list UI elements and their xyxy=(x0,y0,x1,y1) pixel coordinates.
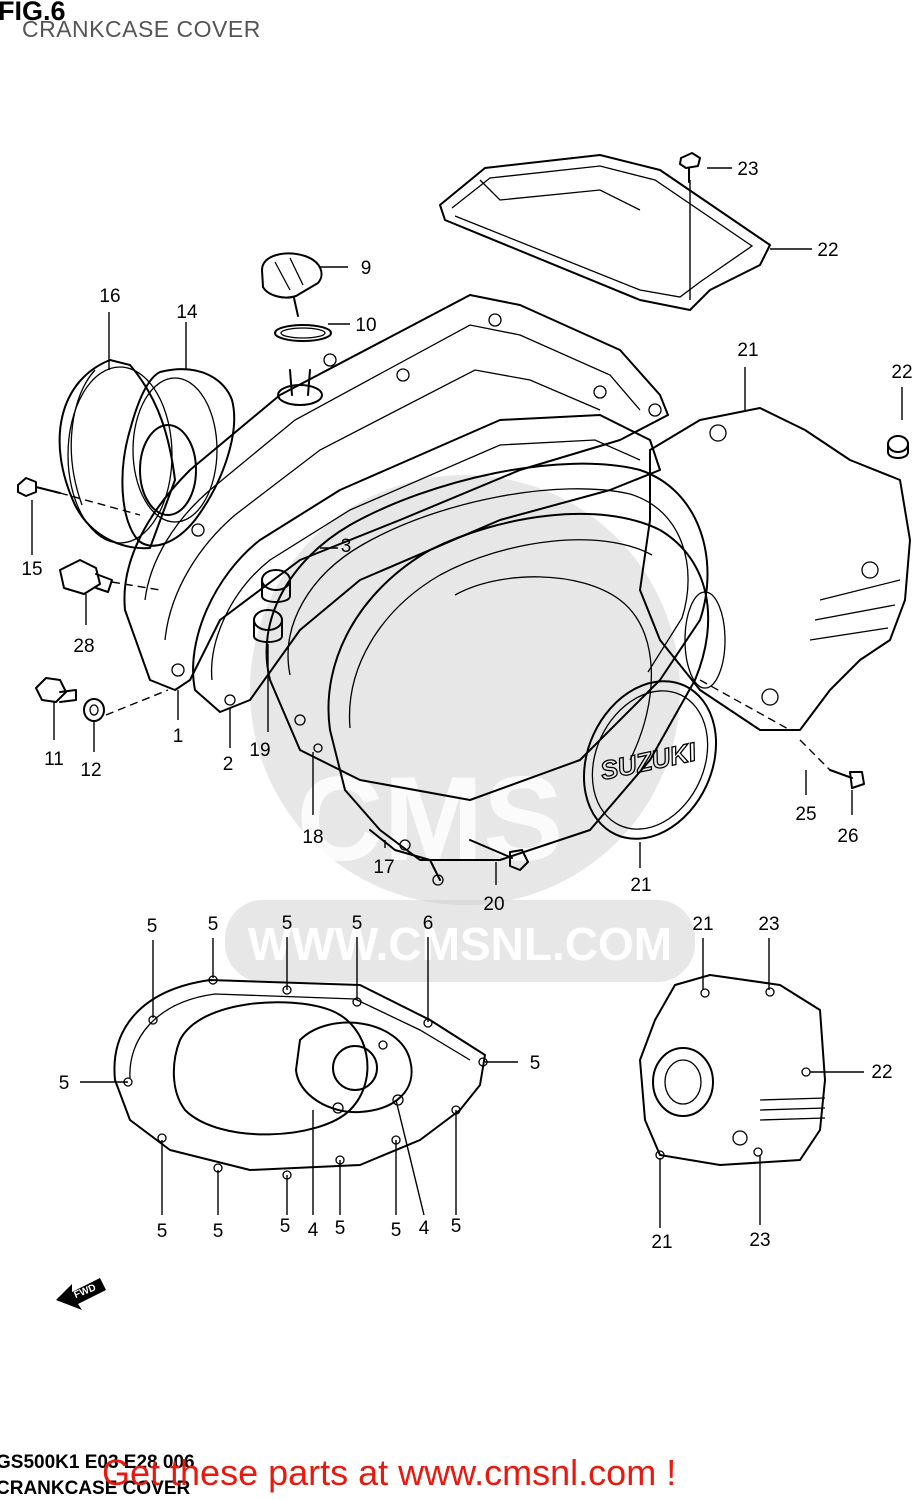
part-label-26: 25 xyxy=(795,804,816,825)
part-label-18: 21 xyxy=(630,875,651,896)
part-clutch-cover-gasket-plate xyxy=(113,979,486,1171)
part-o-ring xyxy=(274,324,332,342)
part-starter-cover xyxy=(639,407,911,731)
part-label-23: 23 xyxy=(749,1230,770,1251)
part-label-4: 4 xyxy=(419,1218,430,1239)
part-label-14: 17 xyxy=(373,857,394,878)
part-label-5: 5 xyxy=(530,1053,541,1074)
diagram-code: GS500K1 E03 E28 006 xyxy=(0,1452,195,1473)
part-label-21: 21 xyxy=(651,1232,672,1253)
part-label-5: 5 xyxy=(335,1218,346,1239)
part-cap-20 xyxy=(887,435,909,459)
part-label-17: 20 xyxy=(483,894,504,915)
part-label-5: 5 xyxy=(282,913,293,934)
part-top-cover xyxy=(439,154,771,311)
figure-title: FIG.6 xyxy=(0,0,66,26)
part-plug-9 xyxy=(35,677,77,703)
part-small-side-cover xyxy=(639,974,826,1166)
part-label-6: 6 xyxy=(423,913,434,934)
part-label-5: 5 xyxy=(352,913,363,934)
part-label-27: 26 xyxy=(837,826,858,847)
part-label-10: 12 xyxy=(80,760,101,781)
part-label-5: 5 xyxy=(157,1221,168,1242)
part-label-5: 5 xyxy=(280,1216,291,1237)
part-label-23: 23 xyxy=(758,914,779,935)
leader-lines xyxy=(31,167,903,1228)
part-label-15: 18 xyxy=(302,827,323,848)
part-oil-filler-cap xyxy=(261,252,323,317)
diagram-caption: CRANKCASE COVER xyxy=(0,1478,191,1499)
part-label-2: 2 xyxy=(223,754,234,775)
part-label-21: 21 xyxy=(692,914,713,935)
part-label-5: 5 xyxy=(213,1221,224,1242)
watermark-text: WWW.CMSNL.COM xyxy=(248,918,672,970)
part-label-5: 5 xyxy=(391,1220,402,1241)
part-label-1: 1 xyxy=(173,726,184,747)
part-label-22: 22 xyxy=(871,1062,892,1083)
part-label-5: 5 xyxy=(147,916,158,937)
part-clutch-gasket xyxy=(265,462,709,801)
part-bolt-25 xyxy=(679,152,701,183)
part-label-7: 9 xyxy=(361,258,372,279)
part-label-24: 22 xyxy=(817,240,838,261)
part-bolt-12 xyxy=(17,477,61,497)
watermark: WWW.CMSNL.COM CMS xyxy=(225,475,695,982)
promo-link[interactable]: Get these parts at www.cmsnl.com ! xyxy=(102,1452,677,1493)
figure-subtitle: CRANKCASE COVER xyxy=(22,16,261,42)
fwd-direction-arrow: FWD xyxy=(56,1278,106,1310)
part-label-11: 14 xyxy=(176,302,198,323)
part-label-4: 4 xyxy=(308,1220,319,1241)
part-label-5: 5 xyxy=(208,914,219,935)
part-bolt-27 xyxy=(829,769,865,789)
part-washer-10 xyxy=(83,698,105,722)
part-label-25: 23 xyxy=(737,159,758,180)
part-switch-28 xyxy=(59,559,113,595)
part-label-13: 16 xyxy=(99,286,120,307)
part-number-labels: 23 22 9 10 16 14 21 22 3 15 28 1 11 12 2… xyxy=(21,159,912,1253)
part-label-20: 22 xyxy=(891,362,912,383)
part-label-8: 10 xyxy=(355,315,376,336)
gasket-bolt-holes xyxy=(123,975,488,1180)
part-label-3: 3 xyxy=(341,536,352,557)
part-generator-gasket xyxy=(121,368,236,547)
part-clutch-cover xyxy=(327,512,710,886)
part-label-28: 28 xyxy=(73,636,94,657)
part-label-16: 19 xyxy=(249,740,270,761)
part-generator-cover xyxy=(58,359,176,550)
part-label-5: 5 xyxy=(59,1073,70,1094)
part-crankcase-cover-main xyxy=(123,294,669,691)
part-label-5: 5 xyxy=(451,1216,462,1237)
part-label-19: 21 xyxy=(737,340,758,361)
part-label-9: 11 xyxy=(44,749,64,770)
part-bolt-17 xyxy=(469,839,529,871)
part-label-12: 15 xyxy=(21,559,42,580)
